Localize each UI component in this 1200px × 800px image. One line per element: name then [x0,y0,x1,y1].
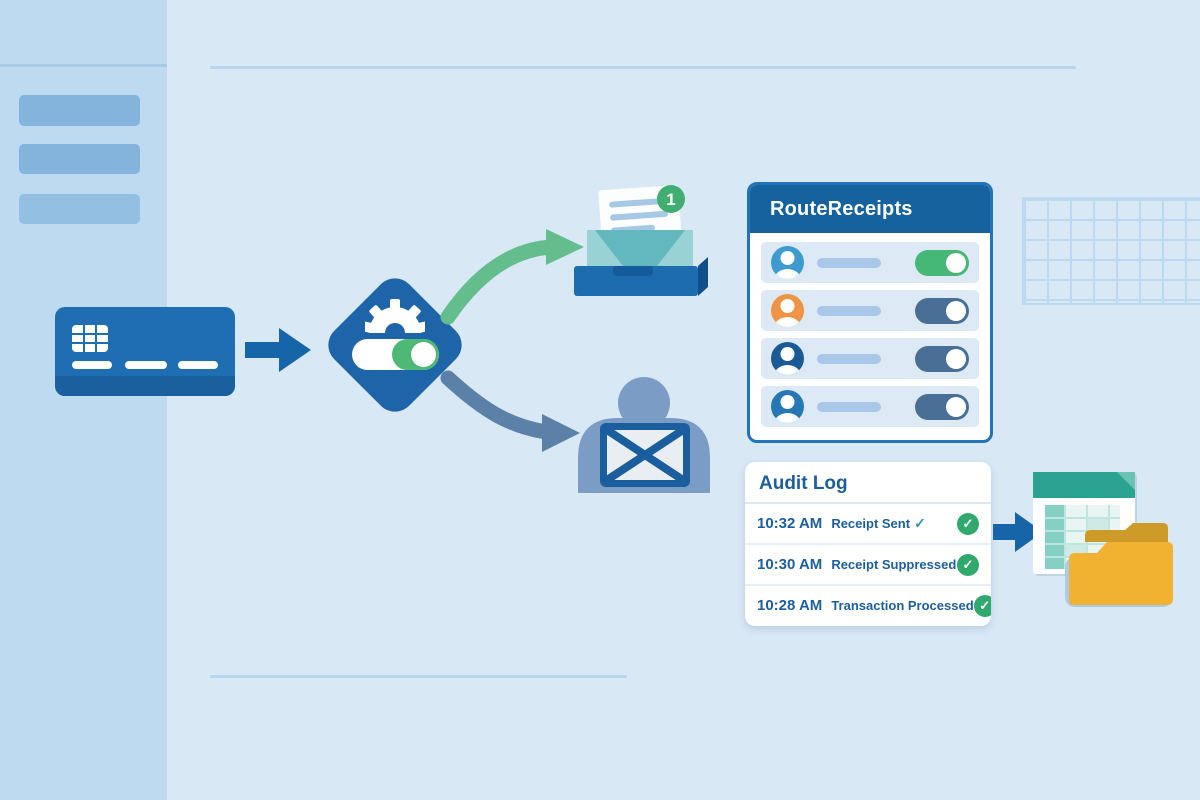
toggle-knob [946,348,966,369]
arrow-curve-down-icon [440,370,580,452]
audit-time: 10:28 AM [757,597,823,614]
engine-toggle [352,339,439,370]
audit-log-panel: Audit Log 10:32 AM Receipt Sent ✓ ✓ 10:3… [745,462,991,626]
user-name-placeholder [817,257,881,268]
archive-group [1033,472,1173,607]
user-row [761,290,979,331]
audit-log-row: 10:32 AM Receipt Sent ✓ ✓ [745,504,991,545]
card-number-dash [125,361,167,369]
sidebar-nav-placeholder-1 [19,95,140,126]
audit-time: 10:30 AM [757,556,823,573]
success-check-icon: ✓ [957,553,979,576]
avatar [771,246,804,279]
card-number-dash [178,361,218,369]
person-envelope-icon [578,377,710,493]
success-check-icon: ✓ [973,594,991,617]
footer-divider [210,675,627,678]
audit-event: Receipt Suppressed [831,557,957,572]
inbox-badge-count: 1 [666,190,675,209]
receipt-toggle[interactable] [915,393,969,420]
route-receipts-rows [750,233,990,440]
user-row [761,338,979,379]
audit-time: 10:32 AM [757,515,823,532]
receipt-toggle[interactable] [915,249,969,276]
user-name-placeholder [817,305,881,316]
audit-event: Receipt Sent [831,516,911,531]
audit-log-title: Audit Log [745,462,991,504]
receipt-toggle[interactable] [915,297,969,324]
audit-log-row: 10:30 AM Receipt Suppressed ✓ [745,545,991,586]
route-receipts-title: RouteReceipts [770,197,913,220]
folder-icon [1065,523,1173,607]
settings-gear-icon [361,299,429,334]
avatar [771,342,804,375]
inbox-email-icon: 1 [574,185,708,296]
card-chip [72,325,108,352]
sidebar-divider [0,64,167,67]
engine-toggle-knob [411,342,436,367]
toggle-knob [946,300,966,321]
card-number-dash [72,361,112,369]
audit-event: Transaction Processed [831,598,974,613]
toggle-knob [946,252,966,273]
receipt-toggle[interactable] [915,345,969,372]
header-divider [210,66,1076,69]
toggle-knob [946,396,966,417]
avatar [771,390,804,423]
audit-log-row: 10:28 AM Transaction Processed ✓ [745,586,991,625]
route-receipts-header: RouteReceipts [750,185,990,233]
sent-check-icon: ✓ [914,515,926,531]
avatar [771,294,804,327]
success-check-icon: ✓ [957,512,979,535]
user-row [761,242,979,283]
route-receipts-panel: RouteReceipts [747,182,993,443]
grid-icon [1022,197,1200,305]
arrow-right-icon [245,328,311,372]
credit-card-icon [55,307,235,396]
arrow-right-icon [993,512,1043,552]
sidebar-nav-placeholder-2 [19,144,140,174]
card-bottom-strip [55,376,235,396]
arrow-curve-up-icon [440,229,584,325]
sidebar-nav-placeholder-3 [19,194,140,224]
user-row [761,386,979,427]
user-name-placeholder [817,353,881,364]
sidebar [0,0,167,800]
user-name-placeholder [817,401,881,412]
